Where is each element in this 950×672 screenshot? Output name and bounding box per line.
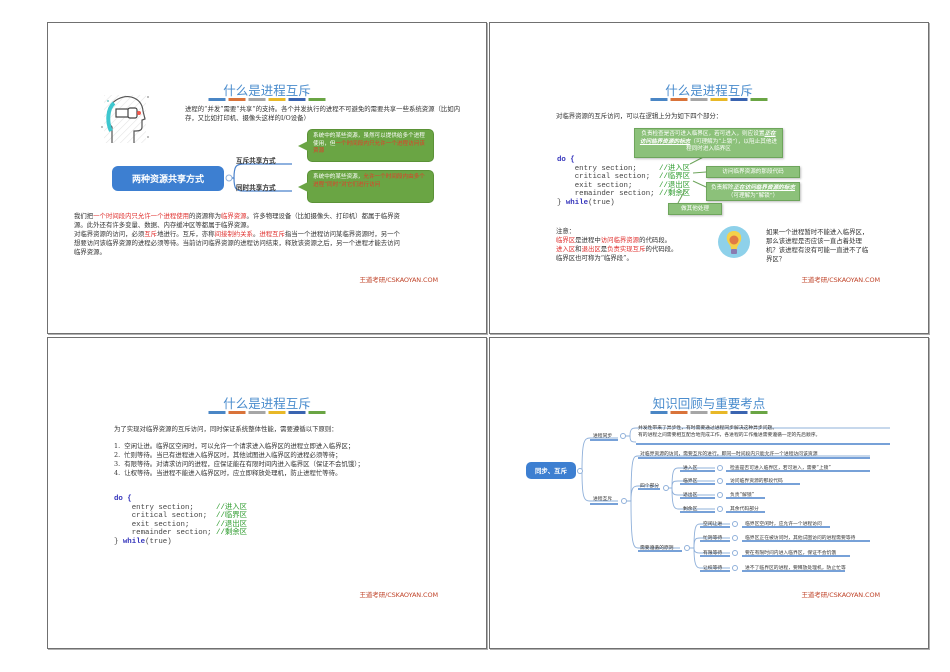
mm-part-desc: 其余代码部分 bbox=[730, 507, 759, 512]
collapse-toggle-icon[interactable] bbox=[717, 465, 723, 471]
mm-node-mutex[interactable]: 进程互斥 bbox=[593, 497, 613, 502]
collapse-toggle-icon[interactable] bbox=[732, 565, 738, 571]
title-colorbar bbox=[650, 411, 768, 414]
bubble-simul-text: 系统中的某些资源， bbox=[313, 174, 364, 180]
mm-sync-desc-1: 并发性带来了异步性，有时需要通过进程同步解决这种异步问题。 bbox=[638, 426, 778, 431]
mm-part-name[interactable]: 进入区 bbox=[683, 466, 698, 471]
collapse-toggle-icon[interactable] bbox=[717, 506, 723, 512]
collapse-toggle-icon[interactable] bbox=[732, 550, 738, 556]
intro-text: 对临界资源的互斥访问，可以在逻辑上分为如下四个部分： bbox=[556, 112, 723, 120]
branch-simultaneous-sharing[interactable]: 同时共享方式 bbox=[236, 184, 276, 192]
title-colorbar bbox=[208, 411, 326, 414]
mm-part-name[interactable]: 剩余区 bbox=[683, 507, 698, 512]
principle-item: 3. 有限等待。对请求访问的进程，应保证能在有限时间内进入临界区（保证不会饥饿）… bbox=[114, 460, 364, 468]
branch-connectors bbox=[225, 163, 292, 192]
bubble-simultaneous: 系统中的某些资源，允许一个时间段内由多个进程“同时”对它们进行访问 bbox=[307, 170, 434, 203]
footer-brand: 王道考研/CSKAOYAN.COM bbox=[359, 591, 439, 599]
mm-principle-name[interactable]: 忙则等待 bbox=[703, 536, 723, 541]
mm-part-name[interactable]: 临界区 bbox=[683, 479, 698, 484]
principle-item: 2. 忙则等待。当已有进程进入临界区时，其他试图进入临界区的进程必须等待； bbox=[114, 451, 342, 459]
root-node-sharing-modes[interactable]: 两种资源共享方式 bbox=[112, 166, 224, 191]
bubble-simul-highlight: 允许一个时间段内由多个进程“同时”对它们进行访问 bbox=[313, 174, 425, 188]
principle-item: 1. 空闲让进。临界区空闲时，可以允许一个请求进入临界区的进程立即进入临界区； bbox=[114, 442, 355, 450]
mm-mutex-desc: 对临界资源的访问，需要互斥的进行。即同一时间段内只能允许一个进程访问该资源 bbox=[640, 452, 818, 457]
bubble-mutex-text: 系统中的某些资源，虽然可以提供给多个进程使用，但 bbox=[313, 133, 425, 147]
bubble-mutex-highlight: 一个时间段内只允许一个进程访问该资源 bbox=[313, 140, 425, 155]
slide-3[interactable]: 什么是进程互斥 为了实现对临界资源的互斥访问，同时保证系统整体性能，需要遵循以下… bbox=[47, 337, 487, 649]
mindmap-root-node[interactable]: 同步、互斥 bbox=[526, 462, 576, 479]
body-paragraph-1: 我们把一个时间段内只允许一个进程使用的资源称为临界资源。许多物理设备（比如摄像头… bbox=[74, 212, 400, 256]
callout-exit-section: 负责解除正在访问临界资源的标志（可理解为“解锁”） bbox=[706, 182, 800, 201]
mm-node-principles[interactable]: 需要遵循的原则 bbox=[640, 546, 674, 551]
collapse-toggle-icon[interactable] bbox=[577, 468, 583, 474]
collapse-toggle-icon[interactable] bbox=[621, 498, 627, 504]
code-block: do { entry section; //进入区 critical secti… bbox=[557, 156, 691, 207]
slide-title: 什么是进程互斥 bbox=[223, 396, 311, 411]
slide-title: 什么是进程互斥 bbox=[223, 83, 311, 98]
question-text: 如果一个进程暂时不能进入临界区，那么该进程是否应该一直占着处理机？该进程有没有可… bbox=[766, 228, 869, 263]
mm-principle-desc: 进不了临界区的进程，要释放处理机，防止忙等 bbox=[745, 566, 846, 571]
mm-sync-desc-2: 有的进程之间需要相互配合地完成工作，各进程的工作推进需要遵循一定的先后顺序。 bbox=[638, 433, 821, 438]
title-colorbar bbox=[208, 98, 326, 101]
slide-title: 什么是进程互斥 bbox=[665, 83, 753, 98]
callout-remainder-section: 做其他处理 bbox=[668, 203, 722, 215]
bubble-mutex: 系统中的某些资源，虽然可以提供给多个进程使用，但一个时间段内只允许一个进程访问该… bbox=[307, 129, 434, 162]
head-vr-icon bbox=[101, 95, 149, 143]
collapse-toggle-icon[interactable] bbox=[663, 485, 669, 491]
footer-brand: 王道考研/CSKAOYAN.COM bbox=[359, 276, 439, 284]
title-colorbar bbox=[650, 98, 768, 101]
lightbulb-icon bbox=[718, 226, 750, 258]
mm-part-desc: 访问临界资源的那段代码 bbox=[730, 479, 783, 484]
mm-principle-desc: 临界区空闲时，应允许一个进程访问 bbox=[745, 522, 822, 527]
mm-node-four-parts[interactable]: 四个部分 bbox=[640, 484, 660, 489]
collapse-toggle-icon[interactable] bbox=[684, 545, 690, 551]
note-block: 注意： 临界区是进程中访问临界资源的代码段。 进入区和退出区是负责实现互斥的代码… bbox=[556, 227, 678, 262]
principle-item: 4. 让权等待。当进程不能进入临界区时，应立即释放处理机，防止进程忙等待。 bbox=[114, 469, 342, 477]
collapse-toggle-icon[interactable] bbox=[717, 492, 723, 498]
code-block: do { entry section; //进入区 critical secti… bbox=[114, 495, 248, 546]
footer-brand: 王道考研/CSKAOYAN.COM bbox=[801, 276, 881, 284]
branch-mutex-sharing[interactable]: 互斥共享方式 bbox=[236, 157, 276, 165]
callout-pointers bbox=[677, 150, 716, 204]
mm-principle-name[interactable]: 空闲让进 bbox=[703, 522, 723, 527]
mm-principle-desc: 临界区正在被访问时，其他试图访问的进程需要等待 bbox=[745, 536, 856, 541]
collapse-toggle-icon[interactable] bbox=[717, 478, 723, 484]
collapse-toggle-icon[interactable] bbox=[732, 521, 738, 527]
slide-2[interactable]: 什么是进程互斥 对临界资源的互斥访问，可以在逻辑上分为如下四个部分： do { … bbox=[489, 22, 929, 334]
mm-node-sync[interactable]: 进程同步 bbox=[593, 434, 613, 439]
mm-part-desc: 负责“解锁” bbox=[730, 493, 755, 498]
mm-principle-name[interactable]: 让权等待 bbox=[703, 566, 723, 571]
mm-principle-desc: 要在有限时间内进入临界区，保证不会饥饿 bbox=[745, 551, 837, 556]
mm-principle-name[interactable]: 有限等待 bbox=[703, 551, 723, 556]
callout-critical-section: 访问临界资源的那段代码 bbox=[706, 166, 800, 178]
collapse-toggle-icon[interactable] bbox=[620, 433, 626, 439]
footer-brand: 王道考研/CSKAOYAN.COM bbox=[801, 591, 881, 599]
principles-list: 1. 空闲让进。临界区空闲时，可以允许一个请求进入临界区的进程立即进入临界区； … bbox=[114, 442, 454, 478]
slide-4[interactable]: 知识回顾与重要考点 bbox=[489, 337, 929, 649]
collapse-toggle-icon[interactable] bbox=[732, 535, 738, 541]
mindmap-connectors bbox=[578, 427, 890, 572]
mm-part-name[interactable]: 退出区 bbox=[683, 493, 698, 498]
mm-part-desc: 检查是否可进入临界区，若可进入，需要“上锁” bbox=[730, 466, 831, 471]
callout-entry-section: 负责检查是否可进入临界区，若可进入，则应设置正在访问临界资源的标志（可理解为“上… bbox=[634, 128, 783, 158]
slide-title: 知识回顾与重要考点 bbox=[652, 396, 766, 411]
intro-text: 为了实现对临界资源的互斥访问，同时保证系统整体性能，需要遵循以下原则： bbox=[114, 425, 338, 433]
slide-1[interactable]: 什么是进程互斥 进程的“并发”需要“共享”的支持。各个并发执行的进程不可避免的需… bbox=[47, 22, 487, 334]
intro-text: 进程的“并发”需要“共享”的支持。各个并发执行的进程不可避免的需要共享一些系统资… bbox=[185, 105, 461, 122]
